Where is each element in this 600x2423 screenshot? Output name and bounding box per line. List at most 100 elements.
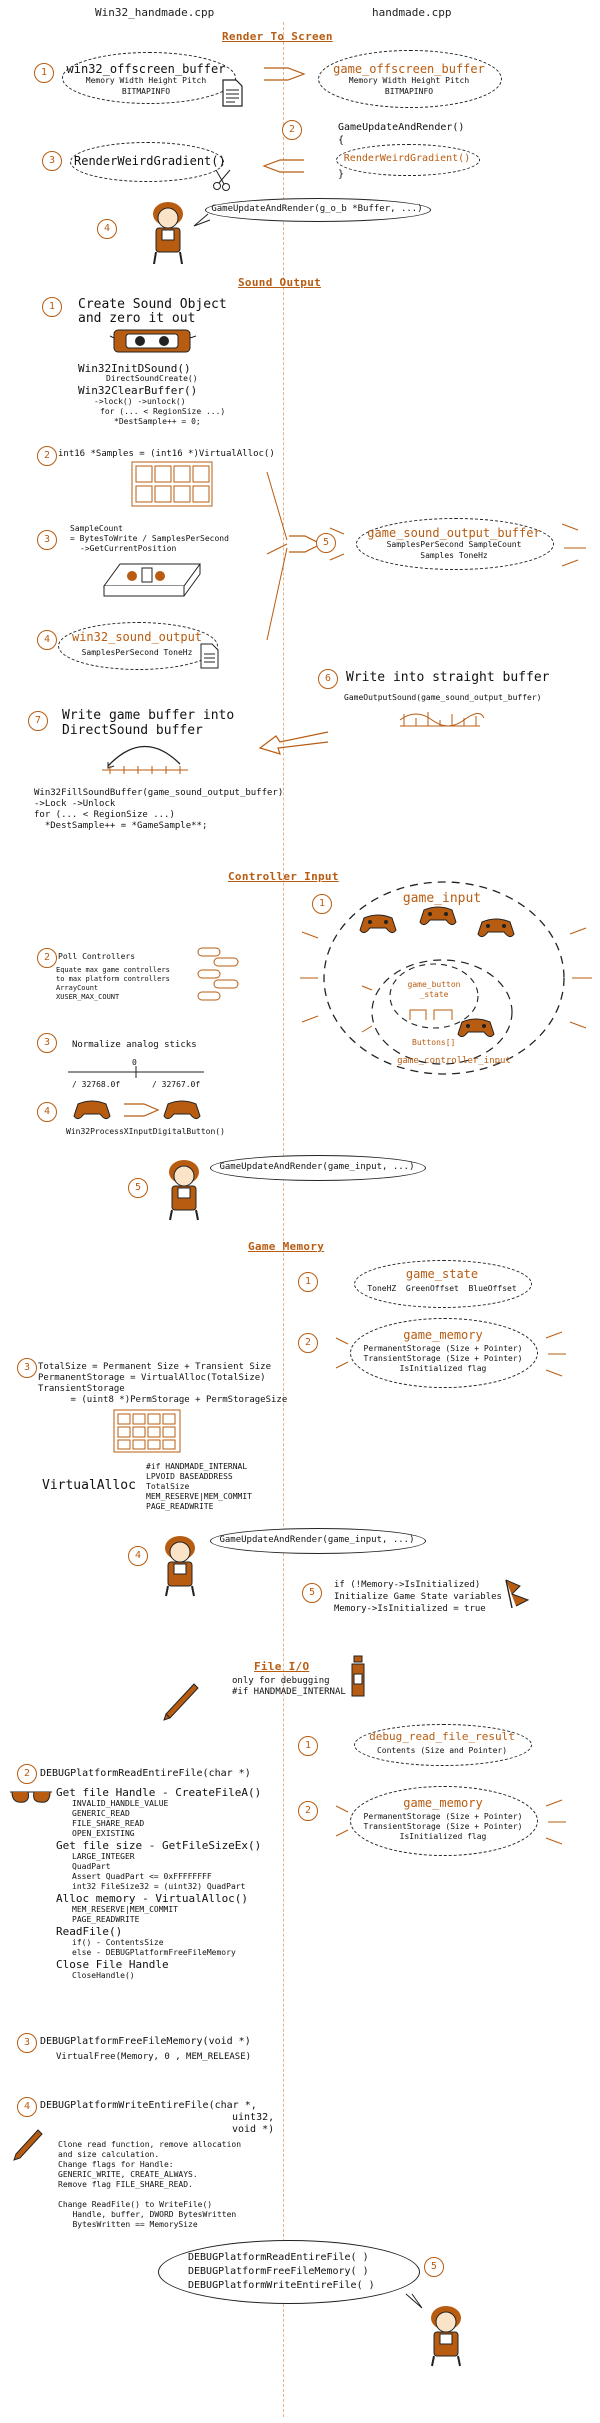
character-illustration-icon [431, 2306, 461, 2367]
memory-grid-icon [131, 461, 213, 507]
sound-buffer-icon [399, 712, 485, 727]
step-heading: Alloc memory - VirtualAlloc() [56, 1892, 249, 1905]
step-title: Create Sound Object [78, 297, 227, 312]
step-number: 3 [42, 151, 62, 171]
step-number: 5 [128, 1178, 148, 1198]
speech-bubble [210, 1155, 426, 1181]
pencil-icon [13, 2129, 43, 2161]
step-number: 1 [312, 894, 332, 914]
function-name: VirtualAlloc [42, 1478, 136, 1493]
game-memory-ellipse [350, 1786, 538, 1856]
code-line: Remove flag FILE_SHARE_READ. [58, 2180, 193, 2189]
bubble-text: DEBUGPlatformFreeFileMemory( ) [188, 2266, 369, 2277]
step-detail: CloseHandle() [72, 1971, 135, 1980]
step-title: DirectSound buffer [62, 723, 203, 738]
code-line: TotalSize [146, 1482, 190, 1491]
mixer-device-icon [103, 563, 201, 597]
sunglasses-icon [10, 1791, 52, 1803]
step-number: 3 [17, 2033, 37, 2053]
render-weird-gradient-ellipse [70, 142, 224, 182]
code-line: SampleCount [70, 524, 123, 533]
step-number: 3 [17, 1358, 37, 1378]
flow-arrows [266, 471, 323, 641]
axis-line [68, 1066, 204, 1078]
step-detail: LARGE_INTEGER [72, 1852, 135, 1861]
section-title-controller: Controller Input [228, 870, 339, 883]
debug-read-file-result-ellipse [354, 1724, 532, 1766]
step-heading: Close File Handle [56, 1958, 169, 1971]
code-line: VirtualFree(Memory, 0 , MEM_RELEASE) [56, 2052, 252, 2062]
struct-fields: TransientStorage (Size + Pointer) [363, 1354, 523, 1363]
step-number: 2 [17, 1764, 37, 1784]
code-line: ->lock() ->unlock() [94, 397, 186, 406]
note: only for debugging [232, 1676, 330, 1686]
code-line: Handle, buffer, DWORD BytesWritten [58, 2210, 237, 2219]
code-line: for (... < RegionSize ...) [100, 407, 226, 416]
function-signature: void *) [232, 2124, 275, 2135]
code-line: ->GetCurrentPosition [80, 544, 177, 553]
struct-name: win32_offscreen_buffer [66, 62, 226, 76]
code-line: BytesWritten == MemorySize [58, 2220, 198, 2229]
struct-name: game_input [402, 891, 482, 906]
code-line: ->Lock ->Unlock [34, 799, 116, 809]
scissors-icon [213, 169, 231, 191]
struct-name: game_offscreen_buffer [333, 62, 485, 76]
struct-fields: IsInitialized flag [399, 1832, 487, 1841]
struct-fields: IsInitialized flag [399, 1364, 487, 1373]
struct-fields: Memory Width Height Pitch [348, 76, 470, 85]
column-divider [283, 22, 284, 2417]
bubble-tail [193, 213, 211, 227]
step-title: Normalize analog sticks [72, 1040, 197, 1050]
struct-fields: SamplesPerSecond ToneHz [81, 648, 193, 657]
arrow-left-icon [262, 159, 304, 173]
speaker-icon [109, 329, 197, 353]
code-line: { [338, 135, 345, 146]
note: #if HANDMADE_INTERNAL [232, 1687, 346, 1697]
code-line: = (uint8 *)PermStorage + PermStorageSize [38, 1395, 288, 1405]
radiating-lines [335, 1799, 566, 1845]
code-line: #if HANDMADE_INTERNAL [146, 1462, 248, 1471]
game-offscreen-buffer-ellipse [318, 50, 502, 108]
step-detail: MEM_RESERVE|MEM_COMMIT [72, 1905, 178, 1914]
step-heading: Get file size - GetFileSizeEx() [56, 1839, 262, 1852]
character-illustration-icon [153, 202, 183, 265]
code-line: Poll Controllers [58, 952, 136, 961]
step-heading: ReadFile() [56, 1925, 123, 1938]
function-signature: DEBUGPlatformFreeFileMemory(void *) [40, 2036, 251, 2047]
code-line: Win32InitDSound() [78, 362, 191, 375]
document-icon [222, 79, 243, 107]
struct-name: game_sound_output_buffer [367, 526, 541, 540]
function-signature: DEBUGPlatformReadEntireFile(char *) [40, 1768, 251, 1779]
code-line: if (!Memory->IsInitialized) [334, 1580, 481, 1590]
struct-fields: SamplesPerSecond SampleCount [386, 540, 522, 549]
function-signature: uint32, [232, 2112, 275, 2123]
controller-slots-icon [197, 947, 239, 1001]
bubble-tail [405, 2293, 423, 2309]
function-signature: DEBUGPlatformWriteEntireFile(char *, [40, 2100, 257, 2111]
step-number: 3 [37, 530, 57, 550]
arrow-right-icon [264, 67, 306, 81]
pencil-icon [163, 1683, 199, 1721]
step-detail: Assert QuadPart <= 0xFFFFFFFF [72, 1872, 212, 1881]
circular-buffer-icon [102, 745, 188, 774]
gamepad-arrow-gamepad [73, 1100, 201, 1120]
step-number: 2 [37, 446, 57, 466]
struct-name: _state [419, 990, 449, 999]
code-line: for (... < RegionSize ...) [34, 810, 175, 820]
code-line: Change flags for Handle: [58, 2160, 174, 2169]
step-detail: OPEN_EXISTING [72, 1829, 135, 1838]
flag-icon [505, 1579, 530, 1609]
code-line: GENERIC_WRITE, CREATE_ALWAYS. [58, 2170, 198, 2179]
struct-fields: BITMAPINFO [384, 87, 434, 96]
win32-offscreen-buffer-ellipse [62, 52, 236, 104]
struct-name: win32_sound_output [71, 630, 203, 644]
step-detail: INVALID_HANDLE_VALUE [72, 1799, 169, 1808]
step-number: 2 [298, 1333, 318, 1353]
step-number: 4 [97, 219, 117, 239]
code-line: RenderWeirdGradient() [343, 153, 471, 164]
gamepad-icon [457, 1018, 495, 1038]
step-number: 5 [424, 2257, 444, 2277]
step-number: 4 [128, 1546, 148, 1566]
section-title-sound: Sound Output [238, 276, 322, 289]
struct-name: game_button [407, 980, 461, 989]
